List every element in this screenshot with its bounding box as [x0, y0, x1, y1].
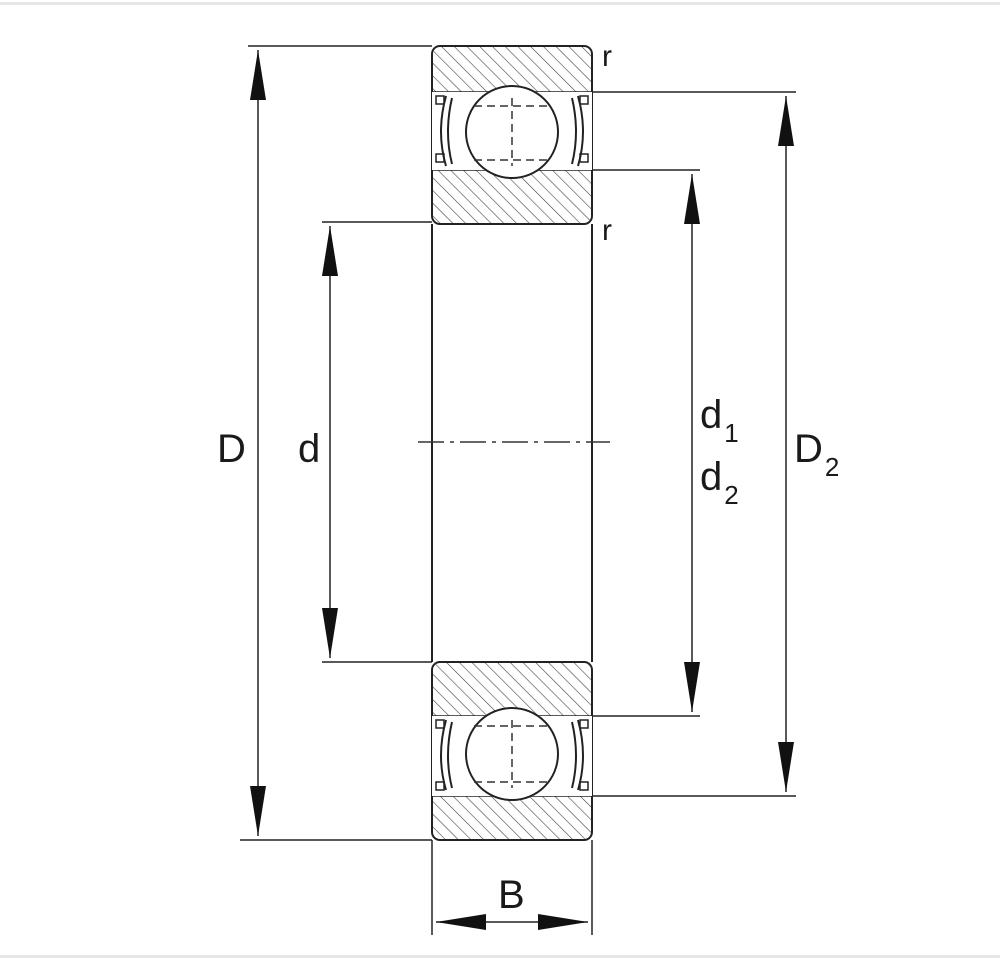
dimension-D2-arrow	[778, 96, 794, 792]
upper-bearing-section	[431, 45, 593, 225]
label-r-top: r	[602, 40, 612, 73]
dimension-B-arrow	[436, 914, 588, 930]
dimension-d-arrow	[322, 226, 338, 658]
label-d2: d2	[700, 455, 739, 510]
extension-lines	[240, 45, 796, 935]
label-D2-sub: 2	[825, 452, 839, 482]
label-D2-main: D	[794, 427, 823, 471]
bottom-border	[0, 955, 1000, 958]
label-d: d	[298, 427, 320, 471]
label-d1-sub: 1	[724, 418, 738, 448]
label-D: D	[217, 427, 246, 471]
label-d1-main: d	[700, 393, 722, 437]
dimension-D-arrow	[250, 50, 266, 836]
bore-outline	[418, 224, 610, 662]
label-d2-main: d	[700, 455, 722, 499]
top-border	[0, 2, 1000, 5]
label-d1: d1	[700, 393, 739, 448]
dimension-d1-d2-arrow	[684, 174, 700, 712]
label-d2-sub: 2	[724, 480, 738, 510]
lower-bearing-section	[431, 661, 593, 841]
label-B: B	[498, 873, 525, 917]
label-D2: D2	[794, 427, 839, 482]
label-r-mid: r	[602, 214, 612, 247]
